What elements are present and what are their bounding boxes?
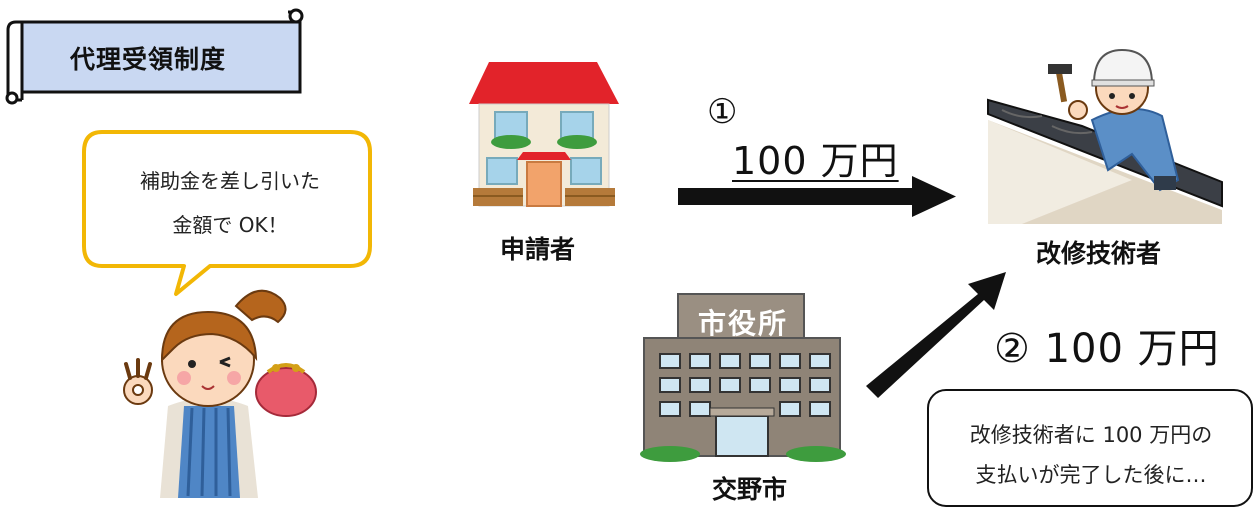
applicant-label: 申請者 [500, 235, 576, 264]
city-hall-sign: 市役所 [697, 307, 788, 340]
city-label: 交野市 [712, 475, 788, 504]
page-title: 代理受領制度 [70, 45, 227, 74]
contractor-label: 改修技術者 [1036, 239, 1162, 268]
step-1-number: ① [707, 92, 738, 132]
note-line-1: 改修技術者に 100 万円の [969, 423, 1213, 447]
house-illustration [469, 62, 619, 207]
speech-bubble [82, 130, 372, 296]
woman-with-purse-illustration [123, 289, 317, 498]
bubble-line-2: 金額で OK！ [172, 213, 288, 237]
city-hall-illustration [640, 293, 846, 462]
payment-arrow-applicant-to-contractor [678, 176, 956, 217]
step-2-amount: ② 100 万円 [994, 326, 1220, 372]
note-line-2: 支払いが完了した後に… [975, 463, 1207, 487]
contractor-on-roof-illustration [987, 48, 1223, 224]
bubble-line-1: 補助金を差し引いた [140, 169, 320, 193]
payment-arrow-city-to-contractor [866, 272, 1006, 398]
step-1-amount: 100 万円 [732, 139, 899, 183]
note-box [927, 389, 1253, 507]
title-scroll-banner [5, 8, 304, 105]
